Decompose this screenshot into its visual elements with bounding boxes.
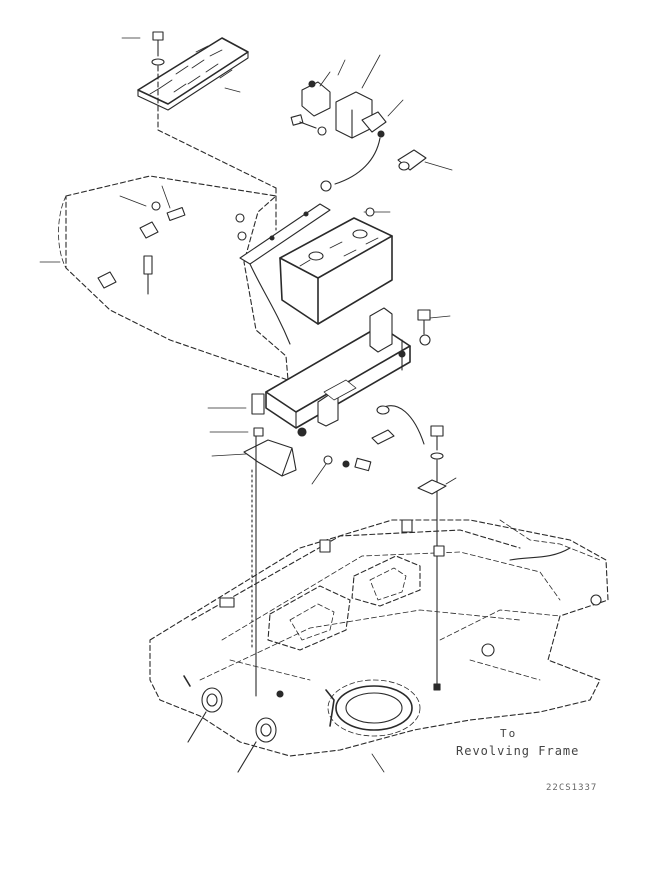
ground-cable-left <box>251 435 257 697</box>
tray-mount-bracket <box>207 393 307 477</box>
battery-tray <box>265 307 411 429</box>
battery-cable-connector <box>320 99 453 192</box>
battery-cover-plate <box>137 37 249 111</box>
caption-to-label: To <box>500 727 518 740</box>
cable-clamp-parts <box>311 405 425 485</box>
tray-bolt-right <box>417 309 451 346</box>
battery-hold-down-bar <box>239 187 331 345</box>
side-cover-panel <box>39 175 289 381</box>
cover-hinge-parts <box>97 185 247 295</box>
frame-small-features <box>219 519 602 657</box>
leader-line <box>224 87 241 93</box>
assembly-line <box>157 129 277 189</box>
drawing-code: 22CS1337 <box>546 783 598 793</box>
leader-line <box>371 753 385 773</box>
swing-circle <box>327 679 421 737</box>
ground-bolt-right <box>417 425 457 691</box>
relay-bolt <box>290 114 327 136</box>
battery <box>279 207 393 325</box>
battery-relay-bracket <box>301 54 381 139</box>
caption-revolving-frame-label: Revolving Frame <box>456 744 580 758</box>
frame-pin-bosses <box>183 675 335 773</box>
cover-bolt <box>151 31 165 131</box>
revolving-frame <box>149 519 609 757</box>
